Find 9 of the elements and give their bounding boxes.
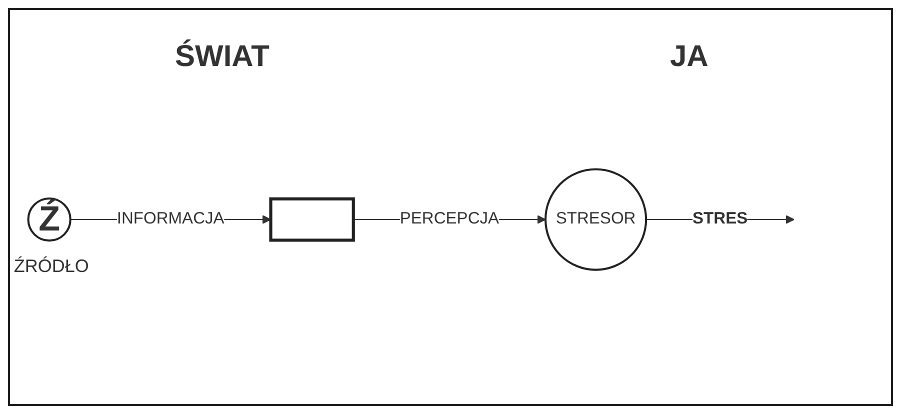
column-heading: JA: [670, 40, 708, 74]
node-bar: [269, 198, 355, 242]
edge-label: STRES: [692, 210, 748, 228]
edge-label: PERCEPCJA: [400, 210, 500, 228]
node-circle: STRESOR: [544, 168, 648, 272]
edge-label: INFORMACJA: [116, 210, 224, 228]
node-circle: Ź: [27, 198, 72, 242]
node-caption: ŹRÓDŁO: [14, 256, 89, 278]
column-heading: ŚWIAT: [175, 40, 270, 74]
